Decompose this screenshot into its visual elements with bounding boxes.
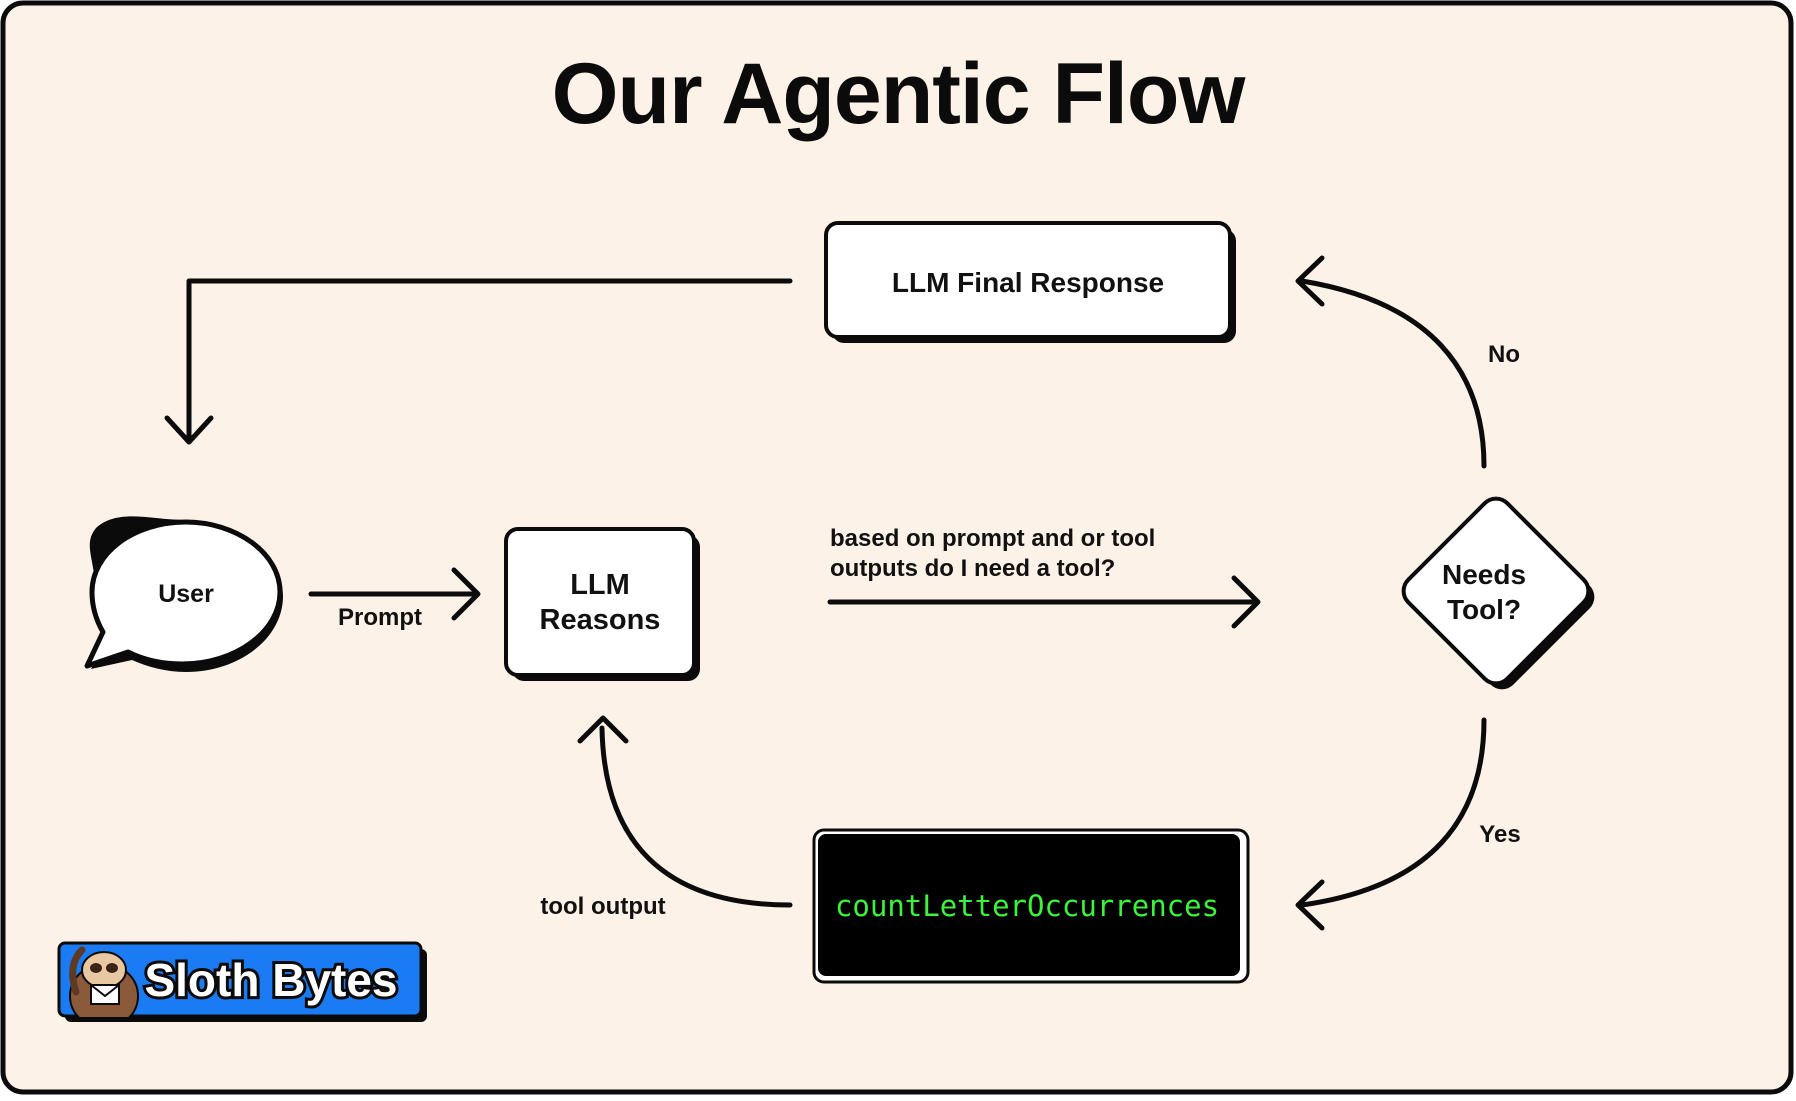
needs-tool-node: Needs Tool?: [1401, 496, 1595, 690]
arrowhead-user: [164, 415, 214, 445]
question-label-line2: outputs do I need a tool?: [830, 555, 1115, 582]
prompt-label: Prompt: [338, 604, 422, 631]
needs-tool-label-line1: Needs: [1442, 559, 1526, 590]
logo-background: [57, 941, 423, 1018]
brand-name: Sloth Bytes: [144, 954, 397, 1006]
no-label: No: [1488, 341, 1520, 368]
sloth-bytes-logo: Sloth Bytes: [57, 941, 427, 1022]
needs-tool-diamond: [1401, 496, 1591, 686]
user-bubble: [84, 519, 283, 669]
sloth-eye-left-icon: [90, 963, 102, 973]
needs-tool-label-line2: Tool?: [1447, 594, 1521, 625]
tool-box: [818, 834, 1240, 976]
sloth-eye-right-icon: [106, 963, 118, 973]
tool-output-label: tool output: [540, 893, 665, 920]
envelope-flap-icon: [90, 984, 120, 998]
arrowhead-tool-output: [577, 715, 629, 744]
edge-yes: [1299, 717, 1487, 908]
arrowhead-question: [1231, 575, 1261, 629]
llm-reasons-node: LLM Reasons: [504, 527, 700, 681]
edge-response-to-user: [186, 278, 793, 443]
yes-label: Yes: [1479, 821, 1520, 848]
llm-reasons-label-line1: LLM: [570, 569, 630, 601]
final-response-box: [824, 221, 1232, 339]
arrowhead-prompt: [451, 567, 481, 621]
sloth-face-icon: [81, 951, 127, 989]
edges: [164, 255, 1487, 931]
final-response-node: LLM Final Response: [824, 221, 1236, 343]
user-label: User: [158, 580, 214, 608]
question-label-line1: based on prompt and or tool: [830, 525, 1155, 552]
arrowhead-no: [1295, 255, 1325, 307]
arrowhead-yes: [1295, 879, 1325, 931]
tool-node: countLetterOccurrences: [812, 828, 1250, 984]
edge-tool-output: [599, 725, 793, 908]
sloth-mascot-icon: [69, 946, 139, 1017]
llm-reasons-box: [504, 527, 696, 677]
sloth-arm-icon: [69, 946, 86, 996]
edge-no: [1299, 278, 1487, 469]
user-node: User: [84, 516, 284, 672]
page-title: Our Agentic Flow: [552, 46, 1247, 142]
final-response-label: LLM Final Response: [892, 267, 1164, 298]
tool-label: countLetterOccurrences: [835, 889, 1219, 923]
llm-reasons-label-line2: Reasons: [540, 604, 661, 636]
